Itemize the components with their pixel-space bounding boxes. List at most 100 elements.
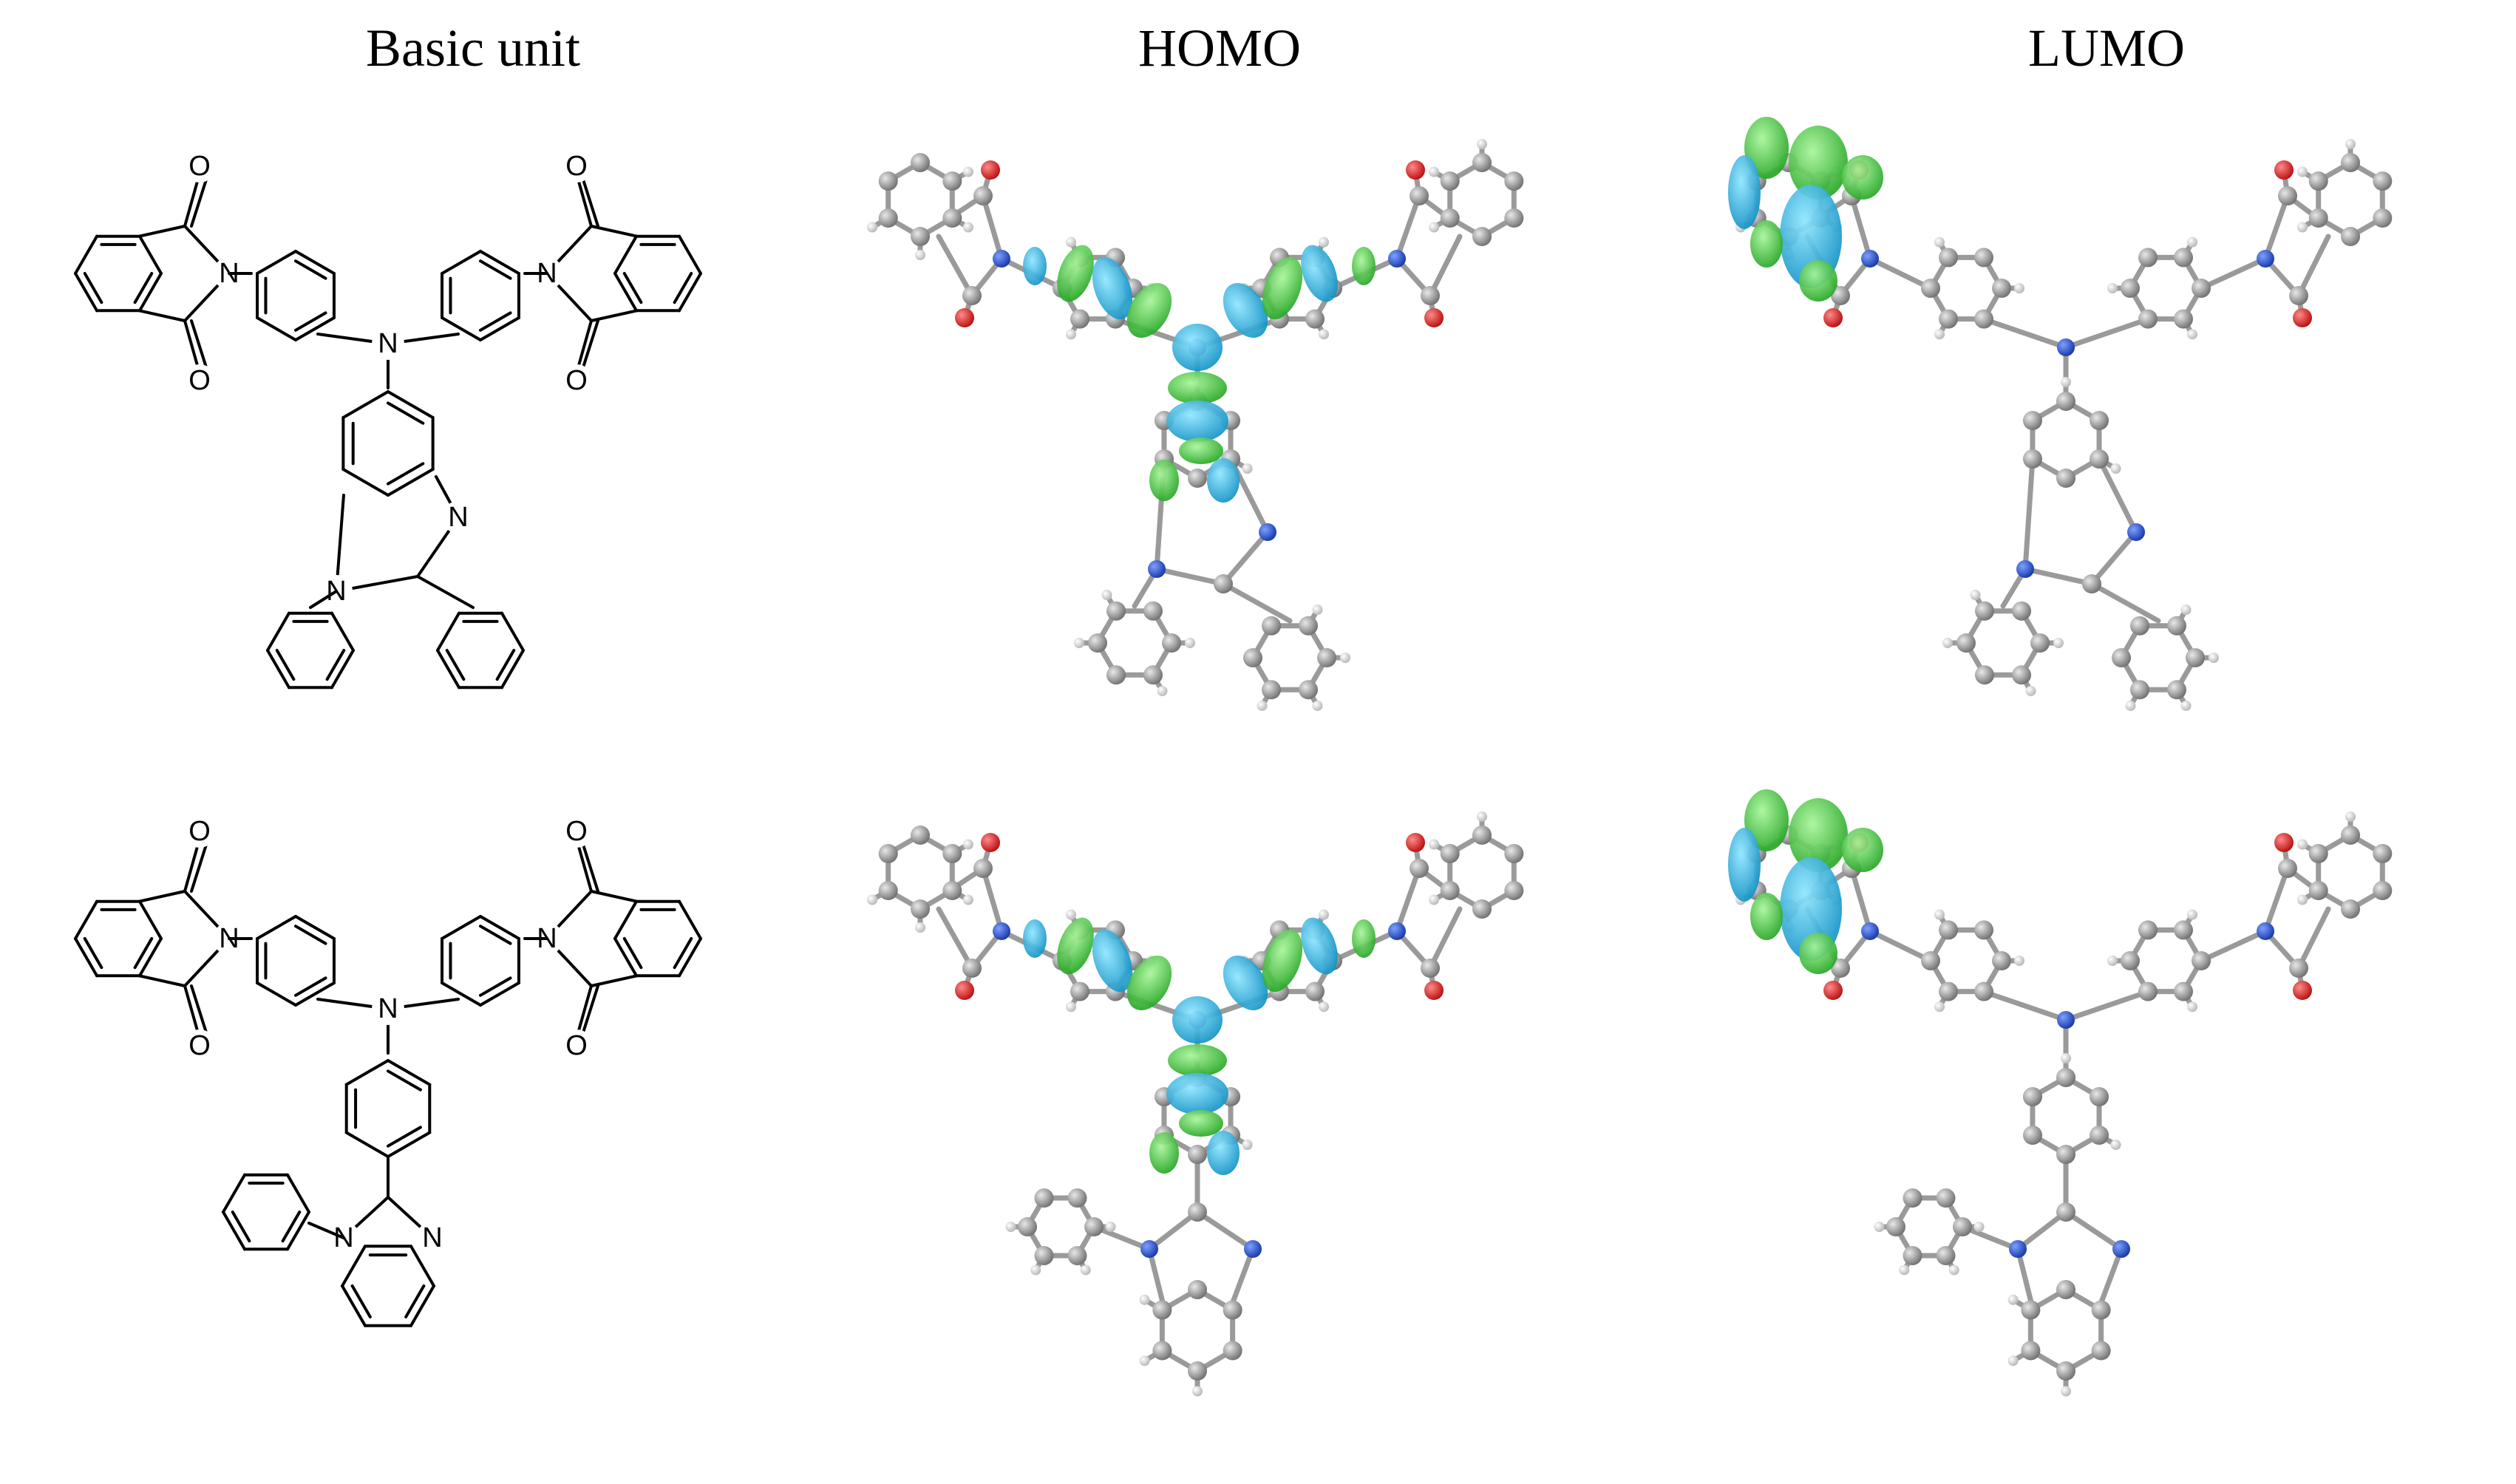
ring-bond (286, 1173, 310, 1214)
bond (183, 984, 201, 1040)
hydrogen-atom (1319, 236, 1329, 248)
ring-double-bond (294, 259, 327, 280)
bond (190, 178, 208, 228)
carbon-atom (973, 186, 993, 205)
hydrogen-atom (2061, 1386, 2071, 1397)
carbon-atom (1504, 208, 1524, 228)
ring-bond (436, 649, 460, 690)
ring-bond (441, 250, 482, 275)
ring-bond (256, 981, 297, 1007)
ring-bond (678, 937, 702, 978)
header-lumo: LUMO (2028, 18, 2185, 78)
orbital-lobe-positive (1223, 283, 1268, 338)
ring-bond (256, 316, 297, 341)
hydrogen-atom (2007, 1355, 2019, 1366)
stick-bond (1394, 193, 1422, 262)
carbon-atom (2056, 392, 2075, 411)
ring-bond (256, 250, 297, 275)
carbon-atom (1106, 665, 1126, 685)
carbon-atom (2090, 1126, 2109, 1145)
carbon-atom (2090, 449, 2109, 469)
hydrogen-atom (1319, 329, 1329, 340)
carbon-atom (942, 171, 962, 191)
orbital-lobe-positive (1092, 929, 1133, 993)
orbital-lobe-negative (1789, 798, 1848, 872)
carbon-atom (2289, 286, 2308, 305)
carbon-atom (1243, 648, 1262, 667)
lumo-bottom-model (1728, 789, 2393, 1397)
orbital-lobe-positive (1728, 828, 1761, 902)
hydrogen-atom (1139, 1294, 1150, 1305)
carbon-atom (2022, 1126, 2042, 1145)
bond (582, 984, 599, 1034)
ring-double-bond (387, 401, 425, 425)
carbon-atom (1162, 633, 1181, 653)
carbon-atom (1262, 616, 1281, 636)
ring-double-bond (83, 937, 103, 970)
ring-bond (436, 611, 460, 652)
nitrogen-atom (1861, 922, 1879, 940)
nitrogen-atom (1388, 250, 1406, 268)
ring-double-bond (294, 925, 327, 945)
ring-bond (341, 1245, 367, 1287)
hydrogen-atom (2297, 839, 2308, 850)
stick-bond (1194, 1209, 1256, 1252)
hydrogen-atom (2061, 1053, 2071, 1063)
carbon-atom (1504, 171, 1524, 191)
orbital-lobe-positive (1301, 917, 1338, 975)
ring-bond (479, 316, 520, 341)
orbital-lobe-positive (1207, 458, 1240, 503)
stick-bond (2198, 928, 2268, 964)
ring-bond (409, 1245, 435, 1287)
hydrogen-atom (1066, 236, 1076, 248)
label-mask (372, 993, 404, 1025)
carbon-atom (2278, 186, 2297, 205)
carbon-atom (2130, 680, 2149, 700)
bond (309, 590, 338, 609)
carbon-atom (2174, 981, 2193, 1001)
ring-bond (341, 1284, 367, 1327)
carbon-atom (2373, 844, 2393, 863)
hydrogen-atom (2014, 956, 2024, 966)
oxygen-atom (955, 308, 974, 327)
hydrogen-atom (1242, 463, 1253, 474)
hydrogen-atom (1477, 139, 1487, 149)
ring-double-bond (479, 976, 512, 997)
hydrogen-atom (2053, 638, 2064, 648)
label-mask (183, 815, 216, 848)
nitrogen-atom (2009, 1240, 2027, 1258)
hydrogen-atom (1185, 638, 1195, 648)
carbon-atom (1939, 248, 1958, 268)
carbon-atom (962, 286, 982, 305)
nitrogen-atom (1388, 922, 1406, 940)
carbon-atom (1188, 1145, 1207, 1164)
hydrogen-atom (2180, 700, 2192, 711)
stick-bond (1146, 1246, 1167, 1311)
hydrogen-atom (1477, 811, 1487, 822)
carbon-atom (2091, 1341, 2111, 1361)
orbital-lobe-positive (1223, 956, 1268, 1010)
bond (582, 178, 599, 228)
hydrogen-atom (1899, 1265, 1910, 1276)
bond (575, 984, 593, 1040)
hydrogen-atom (1948, 1265, 1959, 1276)
ring-bond (286, 1211, 310, 1251)
ring-bond (387, 1131, 432, 1158)
carbon-atom (1188, 1202, 1207, 1222)
nitrogen-label: N (422, 1222, 442, 1253)
bond (307, 1222, 345, 1239)
carbon-atom (1106, 601, 1126, 621)
carbon-atom (1953, 1217, 1972, 1236)
stick-bond (1091, 1224, 1152, 1252)
stick-bond (2096, 1246, 2124, 1311)
ring-bond (74, 937, 98, 978)
ring-bond (341, 468, 390, 497)
hydrogen-atom (1312, 605, 1323, 616)
hydrogen-atom (1030, 1265, 1041, 1276)
orbital-lobe-negative (1168, 372, 1227, 404)
carbon-atom (2174, 309, 2193, 329)
label-mask (560, 364, 593, 397)
stick-bond (2015, 1209, 2069, 1252)
ring-bond (266, 611, 290, 652)
